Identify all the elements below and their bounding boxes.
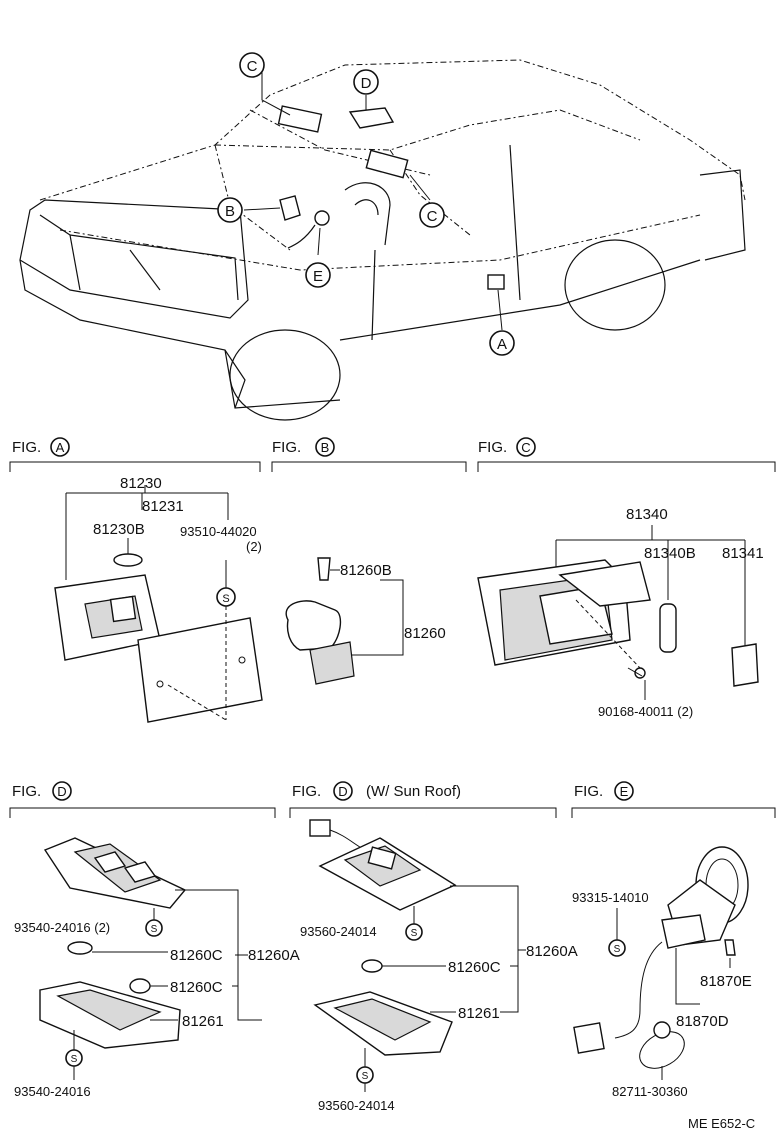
label-82711: 82711-30360: [612, 1084, 688, 1099]
svg-text:FIG.: FIG.: [272, 439, 301, 456]
fig-e-parts: 93315-14010 S 81870E 81870D 82711-30360: [572, 846, 752, 1099]
svg-text:B: B: [321, 440, 330, 455]
svg-text:S: S: [362, 1071, 369, 1082]
label-93315: 93315-14010: [572, 890, 649, 905]
fig-c-header: FIG. C: [477, 437, 776, 472]
label-81260c-d2: 81260C: [448, 959, 501, 976]
svg-text:A: A: [56, 440, 65, 455]
diagram-code: ME E652-C: [688, 1116, 755, 1131]
label-93540-bottom: 93540-24016: [14, 1084, 91, 1099]
svg-text:S: S: [71, 1054, 78, 1065]
fig-b-header: FIG. B: [271, 437, 467, 472]
fig-c-parts: 81340 81340B 81341 90168-40011 (2): [477, 506, 764, 719]
label-93560-top: 93560-24014: [300, 924, 377, 939]
svg-text:A: A: [497, 336, 507, 353]
svg-text:B: B: [225, 203, 235, 220]
label-81260a-d1: 81260A: [248, 947, 300, 964]
fig-e-header: FIG. E: [571, 781, 776, 818]
callout-b: B: [217, 197, 243, 223]
car-overview: [19, 59, 746, 421]
label-81260c-2: 81260C: [170, 979, 223, 996]
label-81230b: 81230B: [93, 521, 145, 538]
svg-text:D: D: [57, 784, 66, 799]
fig-d2-suffix: (W/ Sun Roof): [366, 783, 461, 800]
label-81260c-1: 81260C: [170, 947, 223, 964]
fig-d2-parts: 93560-24014 S 81260A 81260C 81261 S 9356…: [300, 819, 578, 1113]
svg-text:S: S: [411, 928, 418, 939]
svg-text:FIG.: FIG.: [574, 783, 603, 800]
callout-a: A: [489, 330, 515, 356]
fig-a-parts: 81230 81231 81230B 93510-44020 (2) S: [54, 475, 263, 723]
label-93510: 93510-44020: [180, 524, 257, 539]
callout-c-right: C: [419, 202, 445, 228]
callout-e: E: [305, 262, 331, 288]
svg-text:FIG.: FIG.: [12, 783, 41, 800]
svg-text:E: E: [620, 784, 629, 799]
label-81231: 81231: [142, 498, 184, 515]
callout-c-top: C: [239, 52, 265, 78]
svg-text:E: E: [313, 268, 323, 285]
label-81261-d2: 81261: [458, 1005, 500, 1022]
label-81260: 81260: [404, 625, 446, 642]
label-81870e: 81870E: [700, 973, 752, 990]
svg-text:C: C: [427, 208, 438, 225]
svg-text:FIG.: FIG.: [12, 439, 41, 456]
svg-text:C: C: [247, 58, 258, 75]
svg-text:FIG.: FIG.: [478, 439, 507, 456]
label-81870d: 81870D: [676, 1013, 729, 1030]
label-81260b: 81260B: [340, 562, 392, 579]
callout-d: D: [353, 69, 379, 95]
label-81261-d1: 81261: [182, 1013, 224, 1030]
label-81341: 81341: [722, 545, 764, 562]
fig-d1-parts: 93540-24016 (2) S 81260C 81260A 81260C 8…: [14, 837, 300, 1099]
label-93560-bottom: 93560-24014: [318, 1098, 395, 1113]
label-81340b: 81340B: [644, 545, 696, 562]
svg-text:C: C: [521, 440, 530, 455]
label-93540-top: 93540-24016 (2): [14, 920, 110, 935]
fig-d2-header: FIG. D (W/ Sun Roof): [289, 781, 557, 818]
label-81340: 81340: [626, 506, 668, 523]
fig-b-parts: 81260B 81260: [285, 557, 446, 685]
label-81230: 81230: [120, 475, 162, 492]
fig-d1-header: FIG. D: [9, 781, 276, 818]
svg-text:FIG.: FIG.: [292, 783, 321, 800]
label-81260a-d2: 81260A: [526, 943, 578, 960]
svg-text:S: S: [222, 593, 229, 605]
svg-text:D: D: [361, 75, 372, 92]
label-93510-qty: (2): [246, 539, 262, 554]
svg-text:S: S: [151, 924, 158, 935]
svg-text:D: D: [338, 784, 347, 799]
svg-text:S: S: [614, 944, 621, 955]
label-90168: 90168-40011 (2): [598, 704, 693, 719]
fig-a-header: FIG. A: [9, 437, 261, 472]
